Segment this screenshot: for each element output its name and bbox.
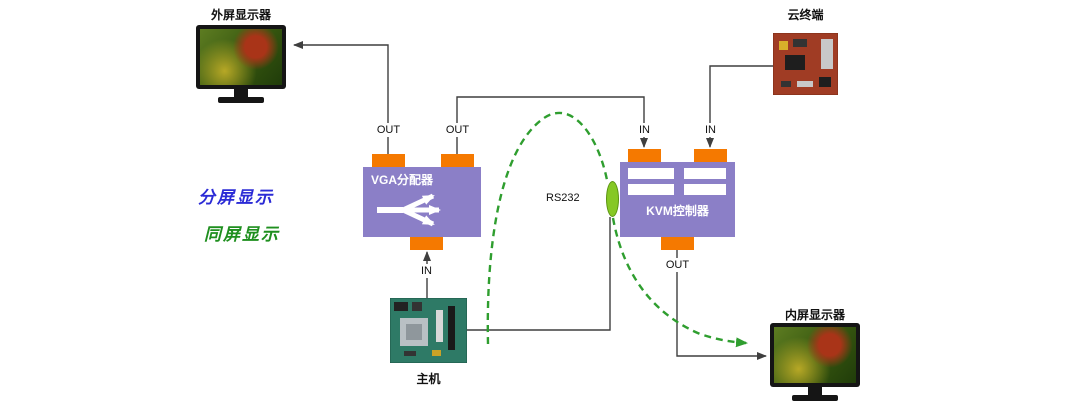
monitor-stand-base [218,97,264,103]
rs232-label: RS232 [546,192,580,204]
kvm-out-connector [661,237,694,250]
monitor-frame [770,323,860,387]
vga-in-port-label: IN [410,264,443,278]
wire-cloud-terminal-to-kvm-in [706,65,773,148]
kvm-vent-bar [628,184,674,195]
host-label: 主机 [416,372,441,386]
monitor-stand-neck [234,89,248,97]
kvm-in-right-port-label: IN [694,123,727,137]
kvm-vent-bar [684,168,726,179]
outer-display-screen [200,29,282,85]
kvm-in-left-port-label: IN [628,123,661,137]
monitor-frame [196,25,286,89]
cloud-terminal-board [772,32,839,96]
wire-host-to-rs232 [467,217,611,331]
inner-display-label: 内屏显示器 [784,308,845,322]
kvm-vent-bar [684,184,726,195]
monitor-stand-neck [808,387,822,395]
dashed-same-screen-path-down [611,217,748,348]
split-screen-annotation: 分屏显示 [198,188,274,207]
rs232-connector [606,181,619,217]
monitor-stand-base [792,395,838,401]
vga-splitter-title: VGA分配器 [371,173,434,187]
vga-out-left-connector [372,154,405,167]
kvm-in-right-connector [694,149,727,162]
wire-kvm-out-to-inner-display [676,250,767,360]
splitter-arrows-icon [377,193,441,227]
kvm-controller-title: KVM控制器 [646,204,709,218]
inner-display-screen [774,327,856,383]
wire-vga-out-to-outer-display [293,41,389,154]
vga-out-left-port-label: OUT [372,123,405,137]
host-board [389,297,468,364]
vga-in-connector [410,237,443,250]
wire-vga-out-to-kvm-in [456,96,648,154]
cloud-terminal-label: 云终端 [787,8,824,22]
same-screen-annotation: 同屏显示 [204,225,280,244]
host-board-art [389,297,468,364]
cloud-terminal-board-art [772,32,839,96]
vga-splitter-box: VGA分配器 [363,167,481,237]
kvm-out-port-label: OUT [661,258,694,272]
outer-display-monitor [196,25,286,103]
kvm-vent-bar [628,168,674,179]
vga-out-right-port-label: OUT [441,123,474,137]
outer-display-label: 外屏显示器 [210,8,271,22]
kvm-controller-box: KVM控制器 [620,162,735,237]
kvm-in-left-connector [628,149,661,162]
inner-display-monitor [770,323,860,401]
dashed-same-screen-path-up [486,111,609,345]
vga-out-right-connector [441,154,474,167]
